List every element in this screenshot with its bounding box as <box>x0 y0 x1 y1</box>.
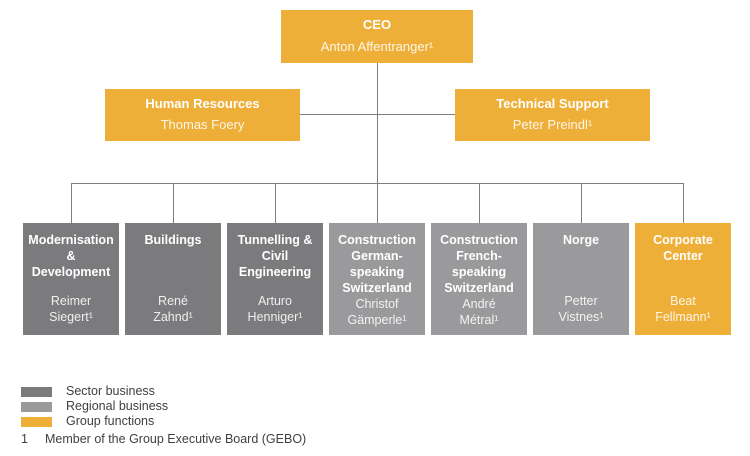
footnote-marker: 1 <box>21 432 28 446</box>
org-box-title: Human Resources <box>145 95 260 111</box>
org-box-corporate-center: Corporate Center Beat Fellmann¹ <box>635 223 731 335</box>
org-box-construction-french-speaking: Construction French- speaking Switzerlan… <box>431 223 527 335</box>
sector-color-swatch <box>21 386 52 397</box>
footnote-text: Member of the Group Executive Board (GEB… <box>45 432 307 446</box>
legend: Sector business Regional business Group … <box>21 384 168 429</box>
footnote: 1 Member of the Group Executive Board (G… <box>21 432 306 446</box>
connector-drop-5 <box>479 183 480 223</box>
org-box-person: Thomas Foery <box>160 117 245 133</box>
org-box-person: Anton Affentranger¹ <box>320 38 434 54</box>
connector-drop-3 <box>275 183 276 223</box>
org-box-person: Arturo Henniger¹ <box>247 293 303 324</box>
org-box-construction-german-speaking: Construction German- speaking Switzerlan… <box>329 223 425 335</box>
org-box-title: Corporate Center <box>653 233 713 263</box>
org-box-person: Beat Fellmann¹ <box>655 293 711 324</box>
connector-drop-1 <box>71 183 72 223</box>
legend-item-sector: Sector business <box>21 384 168 399</box>
regional-color-swatch <box>21 401 52 412</box>
org-box-person: Petter Vistnes¹ <box>558 293 604 324</box>
org-box-modernisation-development: Modernisation & Development Reimer Siege… <box>23 223 119 335</box>
connector-staff-horizontal <box>300 114 455 115</box>
legend-item-regional: Regional business <box>21 399 168 414</box>
org-box-human-resources: Human Resources Thomas Foery <box>105 89 300 141</box>
org-box-buildings: Buildings René Zahnd¹ <box>125 223 221 335</box>
org-box-norge: Norge Petter Vistnes¹ <box>533 223 629 335</box>
legend-label: Group functions <box>66 414 155 428</box>
org-box-title: Modernisation & Development <box>28 233 114 279</box>
org-box-title: CEO <box>362 17 392 33</box>
org-box-tunnelling-civil-engineering: Tunnelling & Civil Engineering Arturo He… <box>227 223 323 335</box>
org-box-person: André Métral¹ <box>459 297 499 328</box>
group-color-swatch <box>21 416 52 427</box>
connector-drop-6 <box>581 183 582 223</box>
org-box-title: Construction German- speaking Switzerlan… <box>338 233 416 295</box>
org-box-title: Norge <box>562 233 600 247</box>
connector-drop-2 <box>173 183 174 223</box>
legend-label: Sector business <box>66 384 155 398</box>
org-box-ceo: CEO Anton Affentranger¹ <box>281 10 473 63</box>
org-box-person: Christof Gämperle¹ <box>347 297 407 328</box>
legend-label: Regional business <box>66 399 169 413</box>
org-box-title: Tunnelling & Civil Engineering <box>237 233 313 279</box>
org-box-person: René Zahnd¹ <box>153 293 193 324</box>
org-box-title: Construction French- speaking Switzerlan… <box>440 233 518 295</box>
org-box-person: Reimer Siegert¹ <box>49 293 93 324</box>
org-box-technical-support: Technical Support Peter Preindl¹ <box>455 89 650 141</box>
legend-item-group: Group functions <box>21 414 168 429</box>
org-box-person: Peter Preindl¹ <box>512 117 593 133</box>
org-box-title: Technical Support <box>496 95 609 111</box>
org-box-title: Buildings <box>144 233 202 247</box>
connector-ceo-vertical <box>377 63 378 183</box>
connector-drop-7 <box>683 183 684 223</box>
connector-drop-4 <box>377 183 378 223</box>
